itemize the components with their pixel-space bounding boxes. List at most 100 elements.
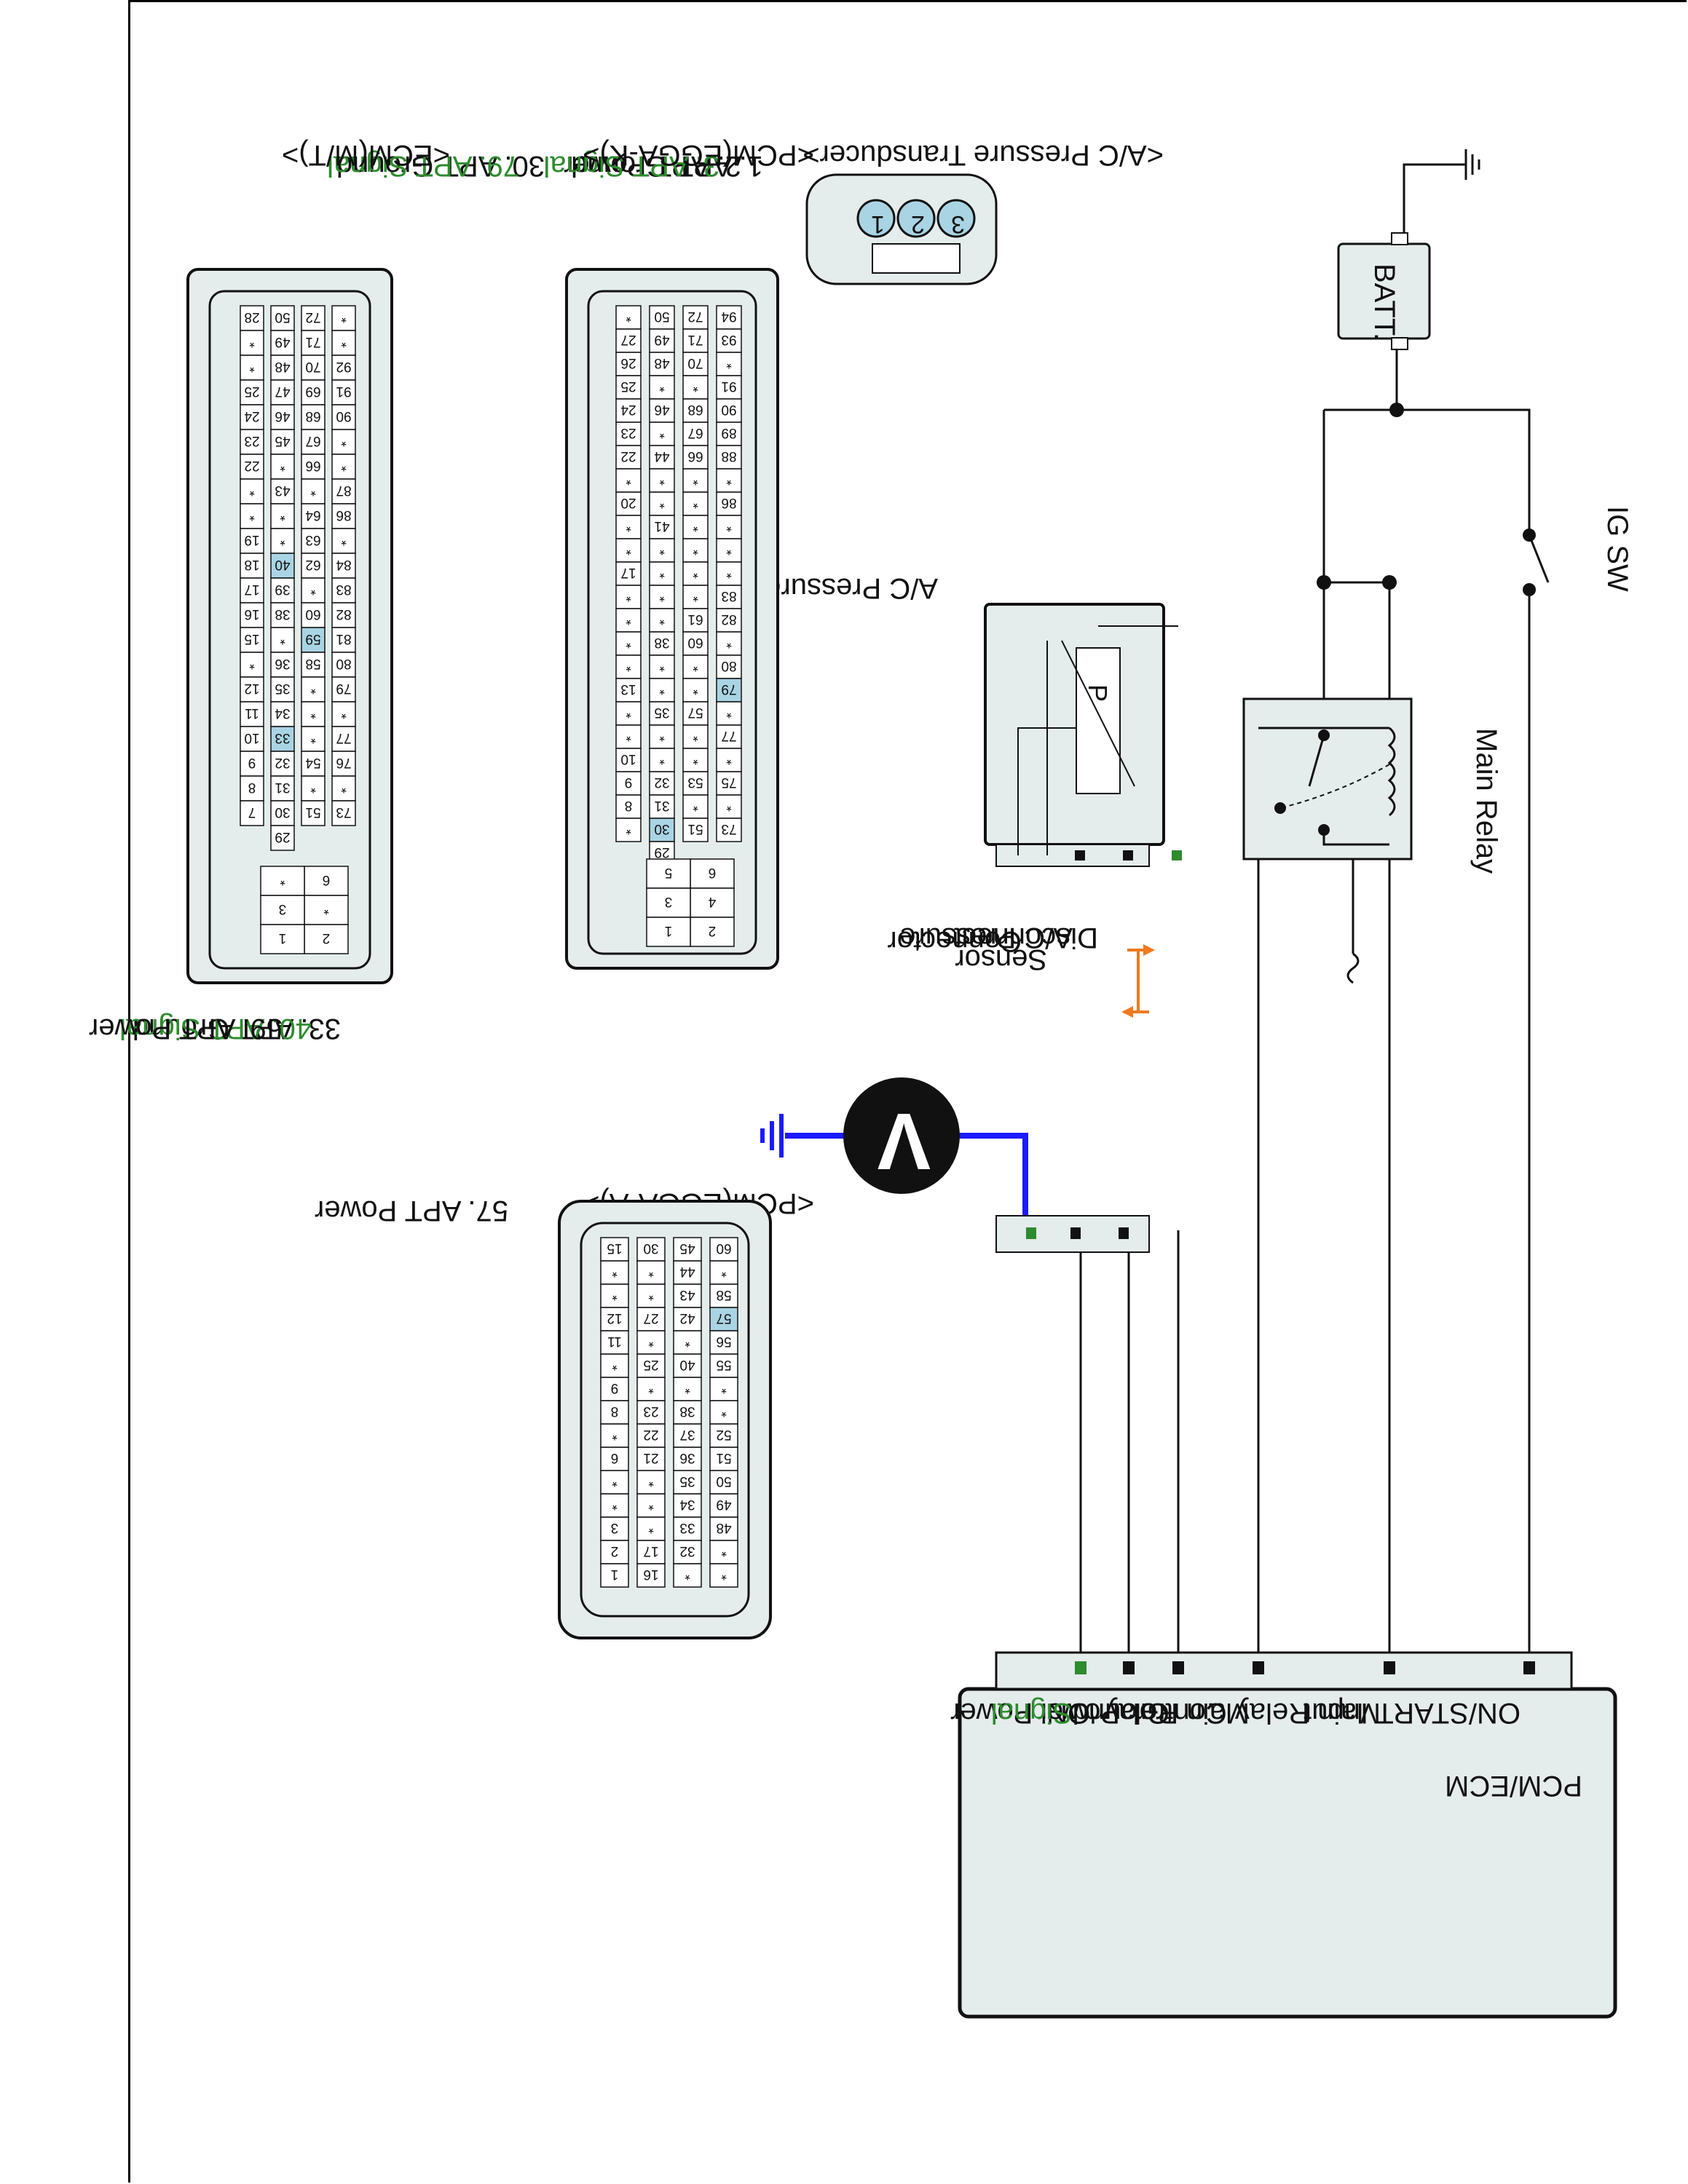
pin-label: * (693, 728, 698, 743)
ecm-note-1: 33. APT Ground (133, 1013, 341, 1045)
pin-label: * (612, 1287, 618, 1302)
pin-label: 24 (620, 402, 636, 417)
pin-label: 40 (679, 1357, 695, 1372)
ecm-mt-title: <ECM(M/T)> (282, 139, 450, 171)
battery: BATT. (1337, 149, 1480, 350)
pin-label: 83 (721, 588, 736, 604)
pin-label: * (612, 1497, 618, 1512)
pin-label: 49 (654, 332, 669, 347)
ecm-mt-pin-grid: **929190**8786*848382818079*7776*7372717… (240, 305, 356, 954)
pin-label: 3 (611, 1520, 619, 1535)
pin-label: * (249, 359, 255, 374)
pin-label: * (341, 433, 347, 448)
pin-label: 36 (275, 656, 290, 671)
pin-label: 90 (336, 408, 351, 424)
pin-label: * (341, 309, 347, 325)
pin-label: * (659, 728, 665, 743)
pin-label: 24 (244, 408, 260, 424)
power-pin-label: 3 (665, 894, 673, 909)
pin-label: 51 (305, 804, 320, 820)
pin-label: 26 (620, 355, 636, 371)
pin-label: * (659, 542, 665, 557)
pcm-k-connector: <PCM(EGGA-K)> 9493*91908988*86***8382*80… (327, 139, 814, 970)
pin-label: 43 (275, 483, 290, 498)
pin-label: 70 (687, 355, 703, 371)
pin-label: 37 (679, 1427, 695, 1442)
pin-label: * (693, 681, 698, 697)
pin-label: * (693, 379, 698, 394)
pin-label: 17 (643, 1543, 658, 1559)
junction-dots (1317, 403, 1404, 590)
pin-label: 68 (305, 408, 320, 424)
pin-label: * (726, 565, 732, 580)
pin-label: 25 (244, 384, 259, 399)
pin-label: 30 (643, 1241, 658, 1256)
terminal-power: Power (1038, 1697, 1120, 1729)
pin-label: 64 (305, 507, 321, 523)
pin-label: 89 (721, 425, 736, 440)
pcm-ecm-title: PCM/ECM (1445, 1770, 1582, 1802)
transducer-pin-2: 2 (911, 210, 925, 238)
pin-label: 83 (336, 582, 351, 597)
pin-label: 63 (305, 532, 320, 547)
pin-label: 17 (620, 565, 636, 580)
pin-label: 56 (716, 1334, 731, 1349)
pin-label: * (693, 751, 698, 767)
pin-label: 32 (275, 755, 290, 770)
pin-label: 30 (654, 821, 669, 836)
pin-label: 77 (336, 730, 351, 745)
pin-label: * (726, 798, 732, 813)
terminal-main-relay-control: Main Relay Control (1133, 1697, 1381, 1729)
pin-label: 44 (679, 1264, 695, 1279)
pin-label: 57 (687, 705, 703, 720)
pin-label: 50 (716, 1473, 731, 1489)
pin-label: * (693, 565, 698, 580)
pin-label: 25 (620, 379, 636, 394)
pin-label: * (341, 334, 347, 349)
sensor-harness-connector (995, 1215, 1150, 1253)
pin-label: * (685, 1567, 690, 1582)
pin-label: 86 (721, 495, 736, 510)
pin-label: 8 (611, 1404, 619, 1419)
pcm-a-connector: <PCM(EGGA-A)> 60*58575655**5251504948**4… (315, 1187, 814, 1639)
pin-label: * (280, 532, 285, 547)
pin-label: 50 (275, 309, 290, 325)
pin-label: 66 (305, 458, 320, 473)
main-relay: Main Relay (1242, 697, 1502, 984)
pin-label: 25 (643, 1357, 658, 1372)
pin-label: 91 (721, 379, 736, 394)
pcm-terminals (1075, 1661, 1535, 1674)
pin-label: * (693, 542, 698, 557)
pin-label: 48 (654, 355, 669, 371)
pin-label: 20 (620, 495, 636, 510)
pin-cell (301, 800, 326, 826)
pin-label: 27 (620, 332, 636, 347)
pin-label: * (659, 425, 665, 440)
pin-label: 41 (654, 518, 669, 534)
pin-label: 9 (625, 775, 633, 790)
pcm-a-pin-grid: 60*58575655**5251504948**45444342*40*383… (600, 1237, 738, 1588)
pin-label: 32 (679, 1543, 695, 1559)
pin-label: 35 (679, 1473, 695, 1489)
pin-label: * (721, 1264, 727, 1279)
pin-label: * (721, 1380, 727, 1396)
transducer-connector: 3 2 1 <A/C Pressure Transducer> 1. APT G… (543, 139, 1164, 285)
pin-label: * (249, 656, 255, 671)
pin-label: 53 (687, 775, 703, 790)
pin-label: 62 (305, 557, 320, 572)
pin-label: * (626, 658, 631, 673)
pin-cell (615, 818, 642, 842)
pin-label: 60 (305, 606, 320, 622)
pin-label: 12 (607, 1310, 622, 1326)
pin-label: 7 (248, 804, 256, 820)
pin-label: 58 (305, 656, 320, 671)
pin-label: * (280, 631, 285, 646)
pin-label: 52 (716, 1427, 731, 1442)
disconnect-line-1: Disconnect (954, 922, 1098, 954)
pin-cell (709, 1563, 738, 1588)
pin-label: * (310, 730, 316, 745)
pcm-k-pin-grid: 9493*91908988*86***8382*8079*77*75*73727… (615, 305, 742, 947)
pin-label: 92 (336, 359, 351, 374)
pin-label: * (249, 483, 255, 498)
